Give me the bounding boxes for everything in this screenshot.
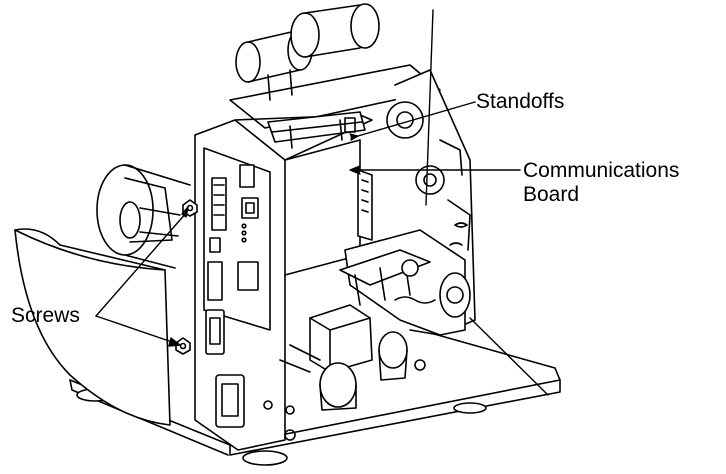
screw-lower	[175, 337, 191, 355]
screws-arrowhead-upper	[181, 206, 189, 218]
power-supply	[279, 304, 426, 411]
communications-board	[267, 111, 373, 276]
communications-label-line2: Board	[523, 183, 580, 206]
media-spindle	[96, 164, 191, 269]
communications-label-line1: Communications	[523, 159, 680, 182]
electronics-panel	[194, 114, 373, 451]
top-leader-line	[425, 9, 434, 206]
printhead-assembly	[339, 229, 471, 336]
media-cover	[14, 228, 171, 426]
communications-board-label: Communications Board	[523, 159, 679, 207]
screws-leader-lower	[95, 315, 179, 345]
screws-leader-upper	[95, 211, 188, 317]
standoffs-arrowhead	[349, 133, 359, 141]
base-plate	[69, 329, 561, 466]
standoffs-label: Standoffs	[476, 90, 565, 113]
communications-arrowhead	[349, 165, 361, 175]
rear-rollers	[229, 3, 441, 129]
screws-label: Screws	[11, 304, 80, 327]
screws-arrowhead-lower	[168, 337, 181, 347]
bottom-leader-line	[469, 317, 549, 396]
standoffs-leader	[357, 101, 476, 137]
leader-lines	[95, 9, 549, 396]
